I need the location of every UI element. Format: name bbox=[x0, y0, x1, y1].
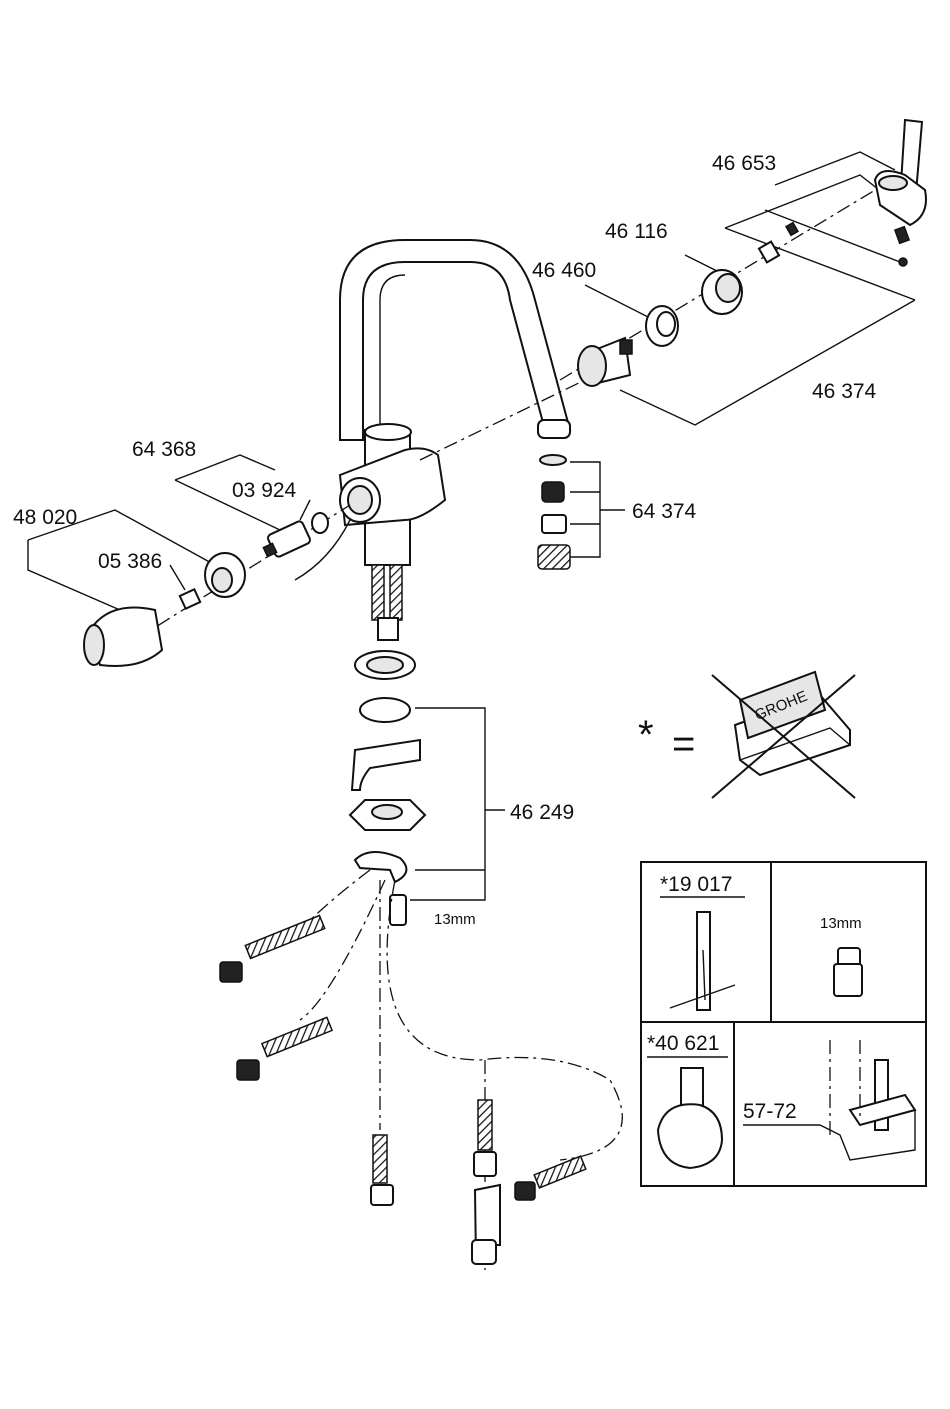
label-side-valve: 64 368 bbox=[132, 438, 196, 461]
label-aerator-set: 64 374 bbox=[632, 500, 697, 523]
accessory-handle-code: *40 621 bbox=[647, 1032, 719, 1055]
supply-hoses bbox=[220, 870, 622, 1270]
accessory-box: *19 017 13mm *40 621 57-72 bbox=[641, 862, 926, 1186]
mounting-set bbox=[350, 651, 505, 925]
label-side-screw: 05 386 bbox=[98, 550, 162, 573]
aerator-set bbox=[538, 455, 625, 569]
faucet-body bbox=[295, 240, 585, 640]
label-side-oring: 03 924 bbox=[232, 479, 297, 502]
accessory-range: 57-72 bbox=[743, 1100, 797, 1123]
label-wrench-size: 13mm bbox=[434, 911, 476, 928]
legend: * = GROHE bbox=[638, 672, 855, 798]
label-cap-ring: 46 116 bbox=[605, 220, 668, 243]
side-valve-assembly bbox=[28, 455, 350, 666]
label-handle-lever: 46 653 bbox=[712, 152, 776, 175]
label-cartridge: 46 374 bbox=[812, 380, 877, 403]
accessory-tool-code: *19 017 bbox=[660, 873, 732, 896]
label-side-knob: 48 020 bbox=[13, 506, 77, 529]
accessory-tool-size: 13mm bbox=[820, 915, 862, 932]
label-cartridge-nut: 46 460 bbox=[532, 259, 596, 282]
label-mounting-set: 46 249 bbox=[510, 801, 574, 824]
legend-equals: = bbox=[672, 722, 695, 766]
legend-asterisk: * bbox=[638, 713, 654, 757]
